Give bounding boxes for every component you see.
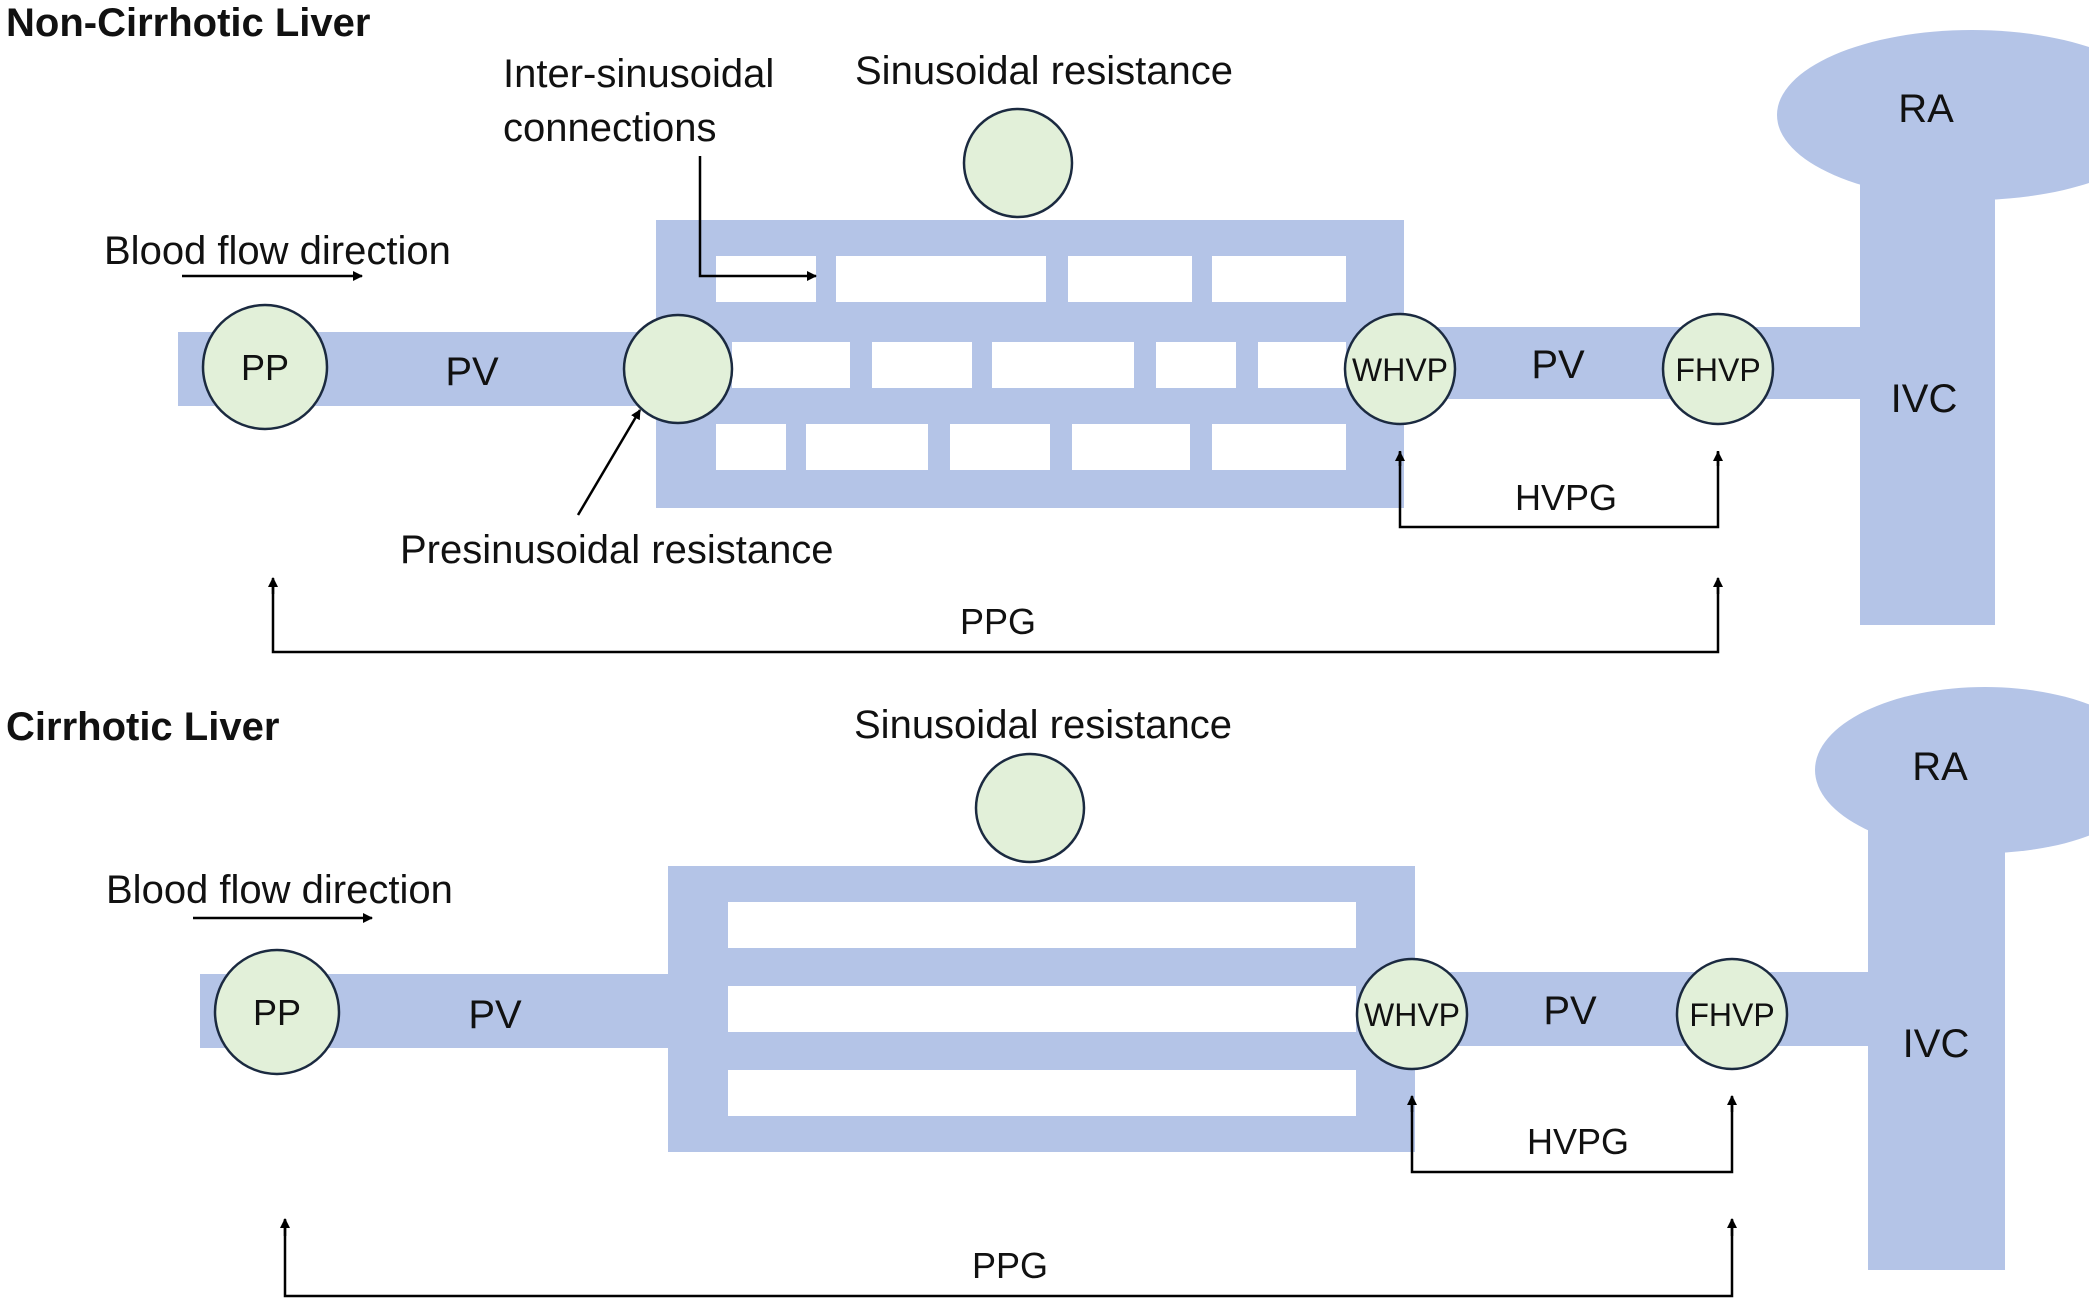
sinusoid-channel [1072, 424, 1190, 470]
hvpg-bracket [1410, 1097, 1734, 1174]
ivc-vessel [1868, 800, 2005, 1270]
sinusoidal-resistance-node [974, 752, 1086, 864]
presinusoidal-arrow [576, 409, 642, 516]
sinusoid-channel [992, 342, 1134, 388]
sinusoid-channel [1258, 342, 1346, 388]
sinusoidal-resistance-label: Sinusoidal resistance [855, 49, 1233, 93]
hvpg-label: HVPG [1527, 1121, 1629, 1162]
pp-label: PP [253, 992, 301, 1033]
sinusoid-channel [950, 424, 1050, 470]
hepatic-vein-right [1400, 327, 1870, 399]
sinusoid-channel [716, 256, 816, 302]
sinusoid-channel [1212, 256, 1346, 302]
fhvp-label: FHVP [1675, 352, 1760, 388]
pp-node [213, 948, 341, 1076]
inter-sinusoidal-label-line1: Inter-sinusoidal [503, 52, 774, 96]
ppg-label: PPG [972, 1245, 1048, 1286]
ivc-vessel [1860, 150, 1995, 625]
presinusoidal-resistance-node [622, 313, 734, 425]
pv-right-label: PV [1531, 343, 1585, 387]
panel-heading: Cirrhotic Liver [6, 705, 279, 749]
sinusoid-channel [728, 1070, 1356, 1116]
fhvp-label: FHVP [1689, 997, 1774, 1033]
inter-sinusoidal-label-line2: connections [503, 106, 716, 150]
sinusoid-channel [728, 986, 1356, 1032]
sinusoidal-resistance-label: Sinusoidal resistance [854, 703, 1232, 747]
sinusoid-channel [836, 256, 1046, 302]
ivc-label: IVC [1891, 377, 1958, 421]
right-atrium-shape [1777, 30, 2089, 200]
sinusoid-channel [728, 902, 1356, 948]
fhvp-node [1661, 312, 1775, 426]
whvp-node [1343, 312, 1457, 426]
sinusoid-channels [728, 902, 1356, 1116]
inter-sinusoidal-arrow [698, 156, 817, 281]
ppg-label: PPG [960, 601, 1036, 642]
sinusoid-channel [716, 424, 786, 470]
ppg-bracket [283, 1220, 1734, 1298]
blood-flow-label: Blood flow direction [106, 868, 453, 912]
pp-label: PP [241, 347, 289, 388]
ivc-label: IVC [1903, 1022, 1970, 1066]
sinusoid-channels [716, 256, 1346, 470]
sinusoid-channel [1068, 256, 1192, 302]
hepatic-vein-right [1410, 972, 1880, 1046]
pv-left-label: PV [468, 993, 522, 1037]
whvp-node [1355, 957, 1469, 1071]
panel-non-cirrhotic: Non-Cirrhotic Liver [6, 1, 2089, 654]
sinusoid-channel [1212, 424, 1346, 470]
hvpg-bracket [1398, 451, 1720, 529]
sinusoid-channel [872, 342, 972, 388]
pp-node [201, 303, 329, 431]
panel-heading: Non-Cirrhotic Liver [6, 1, 370, 45]
sinusoid-channel [732, 342, 850, 388]
ppg-bracket [271, 580, 1720, 654]
sinusoidal-resistance-node [962, 107, 1074, 219]
fhvp-node [1675, 957, 1789, 1071]
sinusoid-channel [806, 424, 928, 470]
sinusoid-channel [1156, 342, 1236, 388]
whvp-label: WHVP [1364, 997, 1460, 1033]
blood-flow-label: Blood flow direction [104, 229, 451, 273]
pv-right-label: PV [1543, 989, 1597, 1033]
pv-left-label: PV [445, 350, 499, 394]
presinusoidal-resistance-label: Presinusoidal resistance [400, 528, 834, 572]
panel-cirrhotic: Cirrhotic Liver PP WHVP FHVP PV PV RA IV… [6, 687, 2089, 1298]
ra-label: RA [1912, 745, 1968, 789]
hvpg-label: HVPG [1515, 477, 1617, 518]
ra-label: RA [1898, 87, 1954, 131]
whvp-label: WHVP [1352, 352, 1448, 388]
